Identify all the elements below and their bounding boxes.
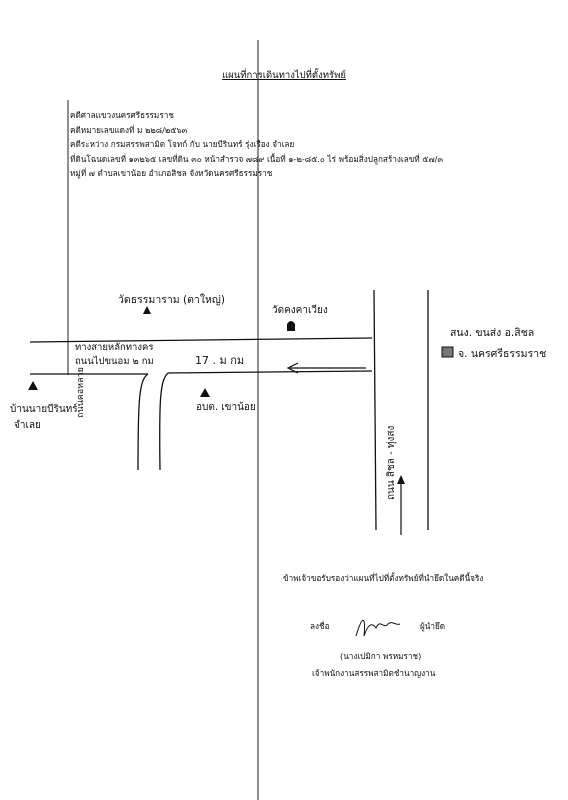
temple-label: วัดคงคาเวียง — [272, 305, 328, 316]
house-label-2: จำเลย — [14, 420, 41, 431]
house-label-1: บ้านนายบีรินทร์ — [10, 404, 78, 415]
office-label-top: สนง. ขนส่ง อ.สิชล — [450, 327, 535, 339]
vertical-road-label: ถนน สิชล - ทุ่งสง — [386, 425, 397, 500]
main-road-top — [29, 337, 373, 343]
signature-scribble — [355, 619, 401, 637]
school-label: วัดธรรมาราม (ตาใหญ่) — [118, 294, 225, 306]
info-court: คดีศาลแขวงนครศรีธรรมราช — [70, 110, 174, 120]
case-info: คดีศาลแขวงนครศรีธรรมราช คดีหมายเลขแดงที่… — [70, 108, 443, 181]
tambon-label: อบต. เขาน้อย — [196, 402, 256, 413]
info-land-deed: ที่ดินโฉนดเลขที่ ๑๓๒๖๕ เลขที่ดิน ๓๐ หน้า… — [70, 153, 444, 164]
document-title: แผนที่การเดินทางไปที่ตั้งทรัพย์ — [222, 70, 346, 81]
road-left-label-2: ถนนไปขนอม ๒ กม — [75, 356, 154, 367]
school-marker-icon — [143, 306, 151, 314]
sign-label: ลงชื่อ — [310, 621, 330, 631]
temple-marker-icon — [287, 321, 295, 331]
info-parties: คดีระหว่าง กรมสรรพสามิต โจทก์ กับ นายบีร… — [70, 139, 295, 150]
info-case-number: คดีหมายเลขแดงที่ ม ๒๒๘/๒๕๖๓ — [70, 124, 188, 135]
main-road-bottom-right — [167, 370, 373, 374]
signer-name: (นางเปมิกา พรหมราช) — [340, 651, 422, 661]
info-location: หมู่ที่ ๗ ตำบลเขาน้อย อำเภอสิชล จังหวัดน… — [70, 168, 273, 179]
signer-role: ผู้นำยึด — [420, 621, 446, 631]
tambon-marker-icon — [200, 388, 210, 397]
road-left-label-1: ทางสายหลักทางคร — [75, 342, 154, 353]
certification-statement: ข้าพเจ้าขอรับรองว่าแผนที่ไปที่ตั้งทรัพย์… — [283, 573, 484, 583]
house-marker-icon — [28, 381, 38, 390]
office-label-bottom: จ. นครศรีธรรมราช — [458, 348, 547, 360]
vertical-road-left — [373, 289, 377, 531]
signer-position: เจ้าพนักงานสรรพสามิตชำนาญงาน — [312, 668, 436, 678]
side-road-right-edge — [159, 372, 169, 471]
side-road-left-edge — [137, 373, 149, 471]
road-km-label: 17 . ม กม — [195, 354, 245, 367]
side-road-label: ถนนคอหลาย — [76, 367, 86, 418]
office-marker-icon — [441, 346, 454, 358]
